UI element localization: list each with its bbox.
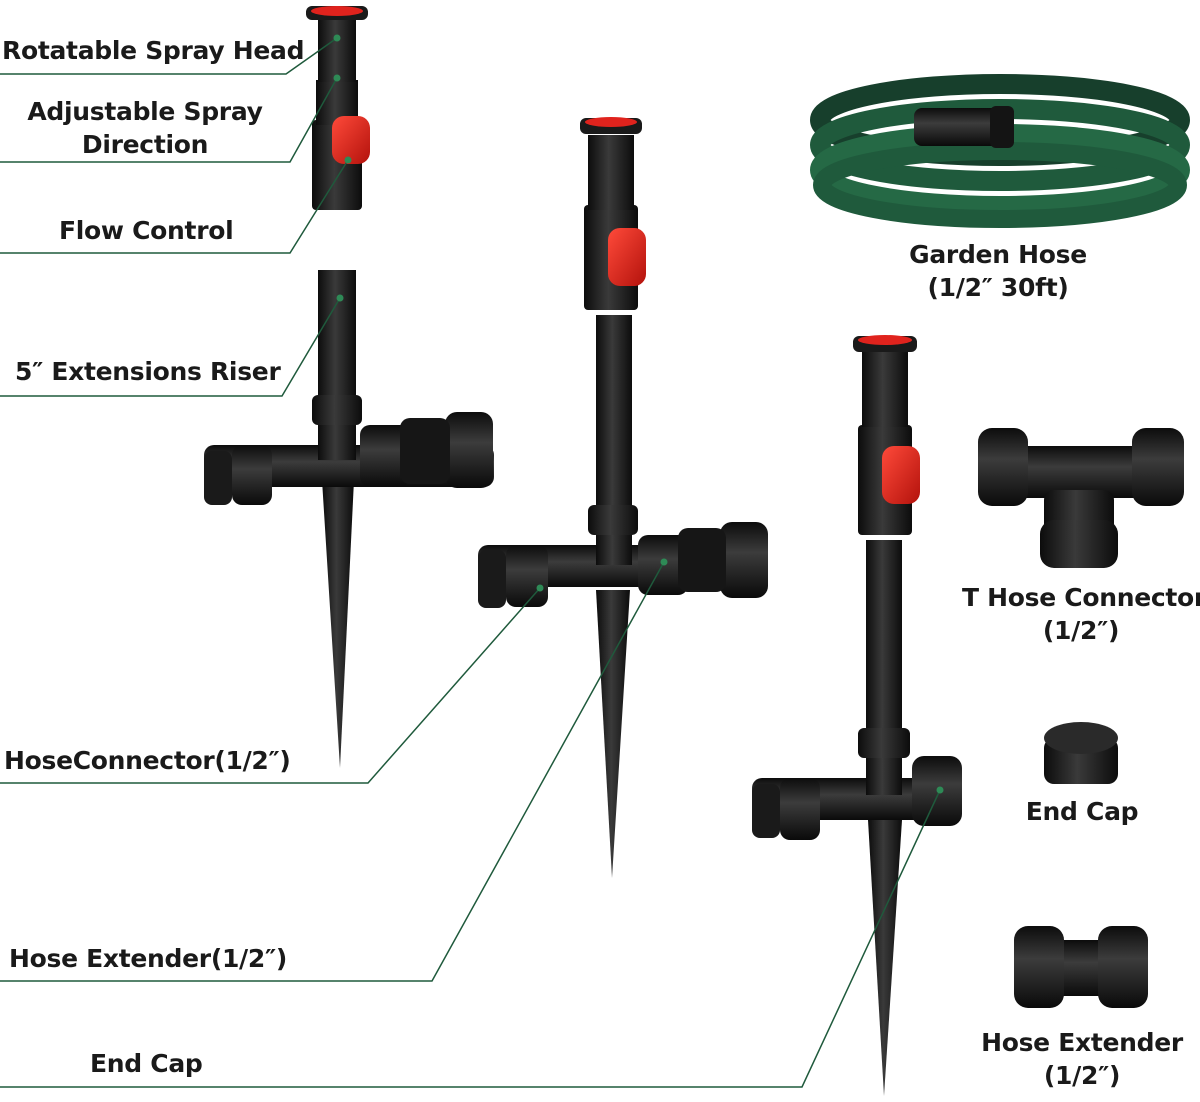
label-adjustable-spray-line1: Adjustable Spray bbox=[27, 97, 263, 126]
label-hose-extender-part-line1: Hose Extender bbox=[981, 1028, 1183, 1057]
sprinkler-stake-1 bbox=[204, 6, 494, 768]
callout-line-hose-extender bbox=[0, 561, 665, 982]
label-hose-connector: HoseConnector(1/2″) bbox=[4, 746, 291, 775]
callout-lines bbox=[0, 37, 941, 1088]
label-end-cap-part: End Cap bbox=[1025, 797, 1139, 826]
sprinkler-stake-2 bbox=[478, 117, 768, 878]
label-garden-hose-line1: Garden Hose bbox=[909, 240, 1087, 269]
callout-dots bbox=[333, 34, 944, 794]
label-t-hose-connector-line2: (1/2″) bbox=[1042, 616, 1120, 645]
label-t-hose-connector: T Hose Connector (1/2″) bbox=[962, 581, 1200, 647]
callout-line-spray-direction bbox=[0, 77, 338, 163]
label-hose-extender-part-line2: (1/2″) bbox=[1043, 1061, 1121, 1090]
callout-line-end-cap bbox=[0, 789, 941, 1088]
end-cap-part bbox=[1044, 722, 1118, 784]
label-t-hose-connector-line1: T Hose Connector bbox=[962, 583, 1200, 612]
callout-line-spray-head bbox=[0, 37, 338, 75]
callout-line-hose-connector bbox=[0, 587, 541, 784]
label-flow-control: Flow Control bbox=[59, 216, 234, 245]
label-extensions-riser: 5″ Extensions Riser bbox=[15, 357, 281, 386]
hose-extender-part bbox=[1014, 926, 1148, 1008]
sprinkler-stake-3 bbox=[752, 335, 962, 1096]
t-hose-connector bbox=[978, 428, 1184, 568]
label-hose-extender-part: Hose Extender (1/2″) bbox=[980, 1026, 1184, 1092]
callout-line-riser bbox=[0, 297, 341, 397]
label-garden-hose: Garden Hose (1/2″ 30ft) bbox=[898, 238, 1098, 304]
label-adjustable-spray-direction: Adjustable Spray Direction bbox=[20, 95, 270, 161]
label-adjustable-spray-line2: Direction bbox=[81, 130, 209, 159]
label-garden-hose-line2: (1/2″ 30ft) bbox=[927, 273, 1069, 302]
label-end-cap: End Cap bbox=[90, 1049, 203, 1078]
callout-line-flow-control bbox=[0, 159, 349, 254]
garden-hose-coil bbox=[810, 74, 1190, 228]
label-hose-extender: Hose Extender(1/2″) bbox=[9, 944, 287, 973]
label-rotatable-spray-head: Rotatable Spray Head bbox=[2, 36, 305, 65]
